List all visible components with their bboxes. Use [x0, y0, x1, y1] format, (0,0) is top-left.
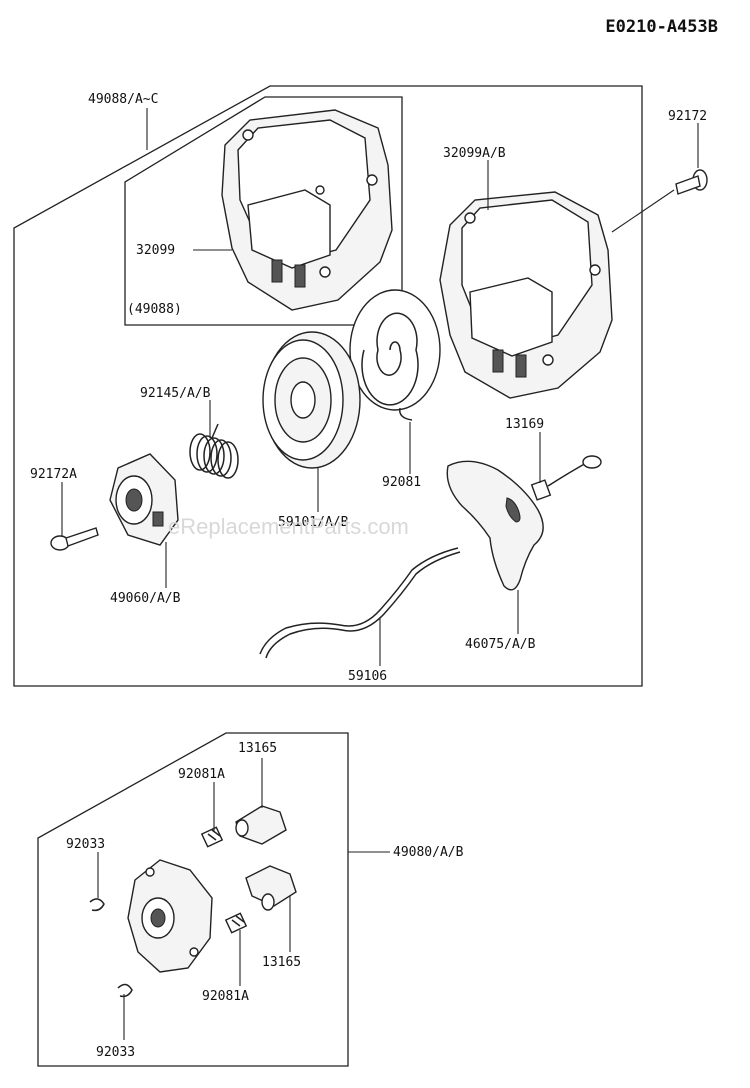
pawl-13165-bottom[interactable] — [245, 865, 297, 911]
screw-92172[interactable] — [675, 169, 708, 195]
label-13165-bottom: 13165 — [262, 955, 301, 970]
screw-92172a[interactable] — [50, 527, 99, 551]
clip-92033-top[interactable] — [89, 898, 105, 912]
reel-59101ab[interactable] — [262, 331, 361, 469]
label-49088-sub: (49088) — [127, 302, 182, 317]
label-92033-top: 92033 — [66, 837, 105, 852]
label-49060: 49060/A/B — [110, 591, 181, 606]
label-92081: 92081 — [382, 475, 421, 490]
label-92145: 92145/A/B — [140, 386, 211, 401]
ratchet-body[interactable] — [127, 859, 213, 973]
label-49080: 49080/A/B — [393, 845, 464, 860]
label-32099ab: 32099A/B — [443, 146, 506, 161]
rope-59106[interactable] — [259, 547, 461, 659]
upper-assembly-frame — [13, 85, 643, 687]
label-92172: 92172 — [668, 109, 707, 124]
label-13165-top: 13165 — [238, 741, 277, 756]
label-46075: 46075/A/B — [465, 637, 536, 652]
housing-32099ab[interactable] — [439, 191, 613, 399]
handle-46075ab[interactable] — [446, 460, 544, 591]
label-59106: 59106 — [348, 669, 387, 684]
housing-32099[interactable] — [221, 109, 393, 311]
clip-92033-bottom[interactable] — [117, 983, 133, 998]
diagram-code: E0210-A453B — [605, 17, 718, 37]
spring-92145ab[interactable] — [189, 423, 239, 479]
label-13169: 13169 — [505, 417, 544, 432]
label-32099: 32099 — [136, 243, 175, 258]
pawl-13165-top[interactable] — [235, 805, 287, 845]
recoil-spring-92081[interactable] — [349, 289, 441, 421]
label-92033-bottom: 92033 — [96, 1045, 135, 1060]
label-92172a: 92172A — [30, 467, 77, 482]
label-59101: 59101/A/B — [278, 515, 349, 530]
housing-subassembly-frame — [124, 96, 403, 326]
leader-lines — [61, 108, 699, 1040]
grommet-13169[interactable] — [530, 455, 602, 501]
label-92081a-top: 92081A — [178, 767, 225, 782]
cam-49060ab[interactable] — [109, 453, 179, 546]
spring-92081a-top[interactable] — [200, 826, 224, 848]
lower-assembly-frame — [37, 732, 349, 1067]
label-92081a-bottom: 92081A — [202, 989, 249, 1004]
watermark: eReplacementParts.com — [168, 514, 409, 539]
spring-92081a-bottom[interactable] — [224, 912, 248, 934]
label-49088: 49088/A~C — [88, 92, 158, 107]
